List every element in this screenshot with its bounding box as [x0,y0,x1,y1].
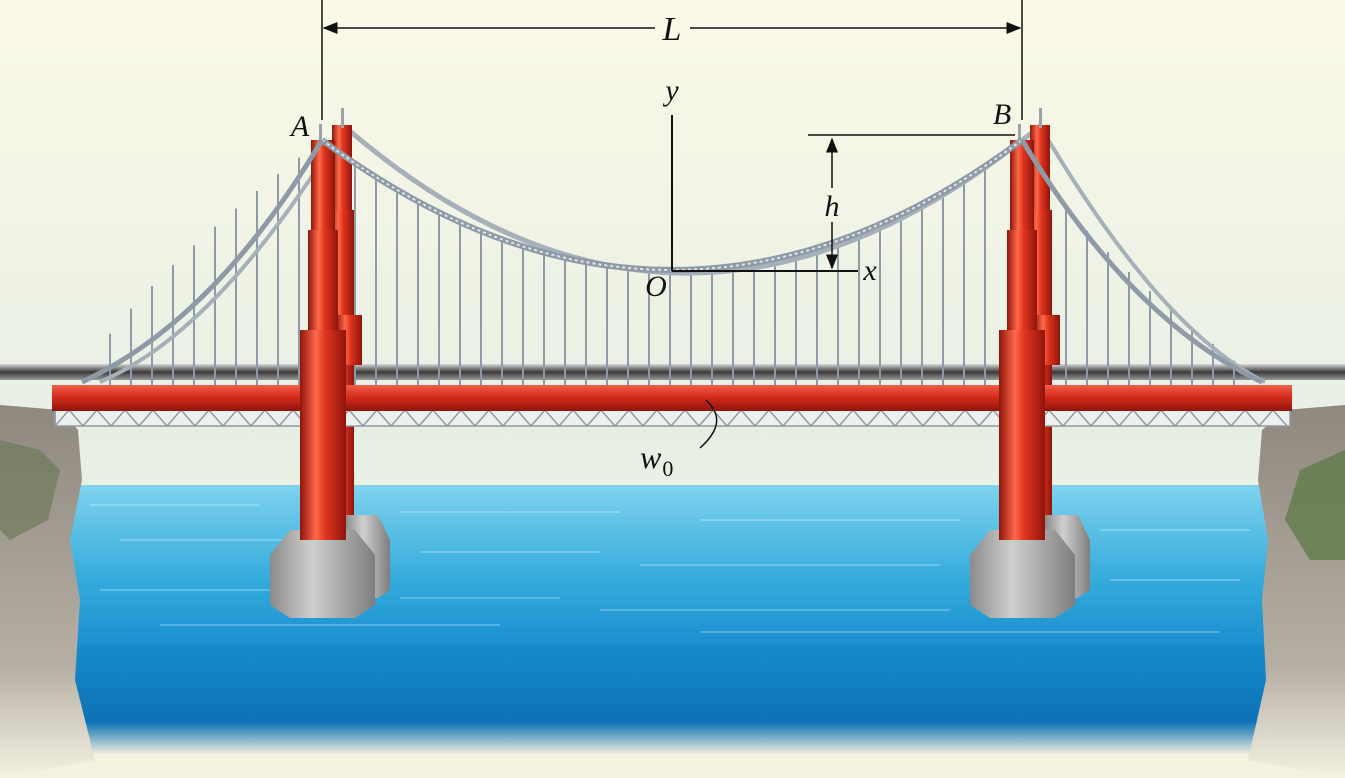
load-label: w0 [640,439,673,481]
right-cliff-moss [1285,450,1345,560]
left-tower-front [300,124,346,540]
left-cliff-moss [0,440,60,540]
load-subscript: 0 [662,456,673,481]
sag-label: h [825,190,840,223]
load-symbol: w [640,439,662,475]
coordinate-axes: y x O [645,74,877,303]
origin-label: O [645,270,667,303]
deck-girder [52,385,1292,411]
load-label-group: w0 [640,399,718,481]
left-front-pier [270,530,375,618]
right-tower-front [999,124,1045,540]
right-side-cable [1019,138,1264,385]
right-front-pier [970,530,1075,618]
sag-dimension: h [808,134,1015,270]
point-b-label: B [993,98,1011,131]
span-dimension: L [321,0,1023,120]
span-label: L [662,11,682,48]
deck-truss [54,408,1291,428]
river [60,485,1290,755]
point-a-label: A [289,110,310,143]
left-side-cable [80,138,325,385]
back-right-side-cable [1038,124,1266,384]
y-axis-label: y [662,74,679,107]
x-axis-label: x [862,254,877,287]
roadway [0,364,1345,380]
